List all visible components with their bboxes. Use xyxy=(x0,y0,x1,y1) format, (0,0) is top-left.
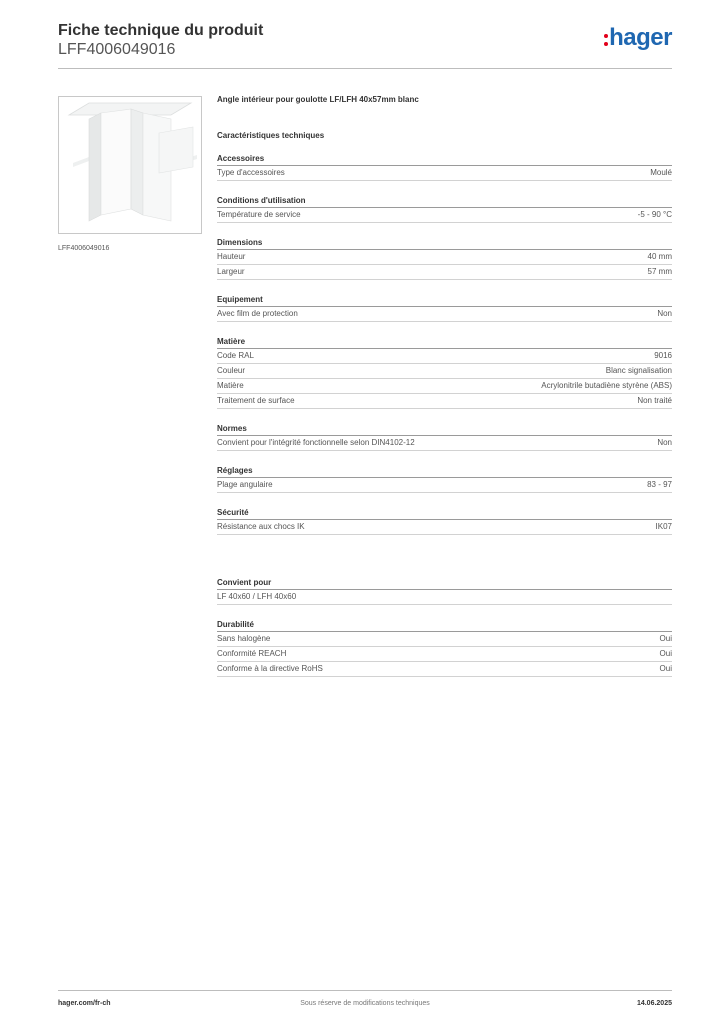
spec-value: Non traité xyxy=(637,396,672,405)
spec-row: Plage angulaire 83 - 97 xyxy=(217,478,672,493)
group-reglages: Réglages Plage angulaire 83 - 97 xyxy=(217,465,672,493)
spec-label: Largeur xyxy=(217,267,245,276)
group-dimensions: Dimensions Hauteur 40 mm Largeur 57 mm xyxy=(217,237,672,280)
group-title: Accessoires xyxy=(217,153,672,166)
spec-value: Acrylonitrile butadiène styrène (ABS) xyxy=(541,381,672,390)
page-header: Fiche technique du produit LFF4006049016… xyxy=(58,22,672,69)
logo-text: hager xyxy=(609,24,672,51)
spec-value: 9016 xyxy=(654,351,672,360)
group-convient-pour: Convient pour LF 40x60 / LFH 40x60 xyxy=(217,577,672,605)
spec-row: Largeur 57 mm xyxy=(217,265,672,280)
group-title: Réglages xyxy=(217,465,672,478)
hager-logo: hager xyxy=(604,24,672,52)
group-conditions-utilisation: Conditions d'utilisation Température de … xyxy=(217,195,672,223)
spec-label: Matière xyxy=(217,381,244,390)
spec-row: Conforme à la directive RoHS Oui xyxy=(217,662,672,677)
spec-row: Convient pour l'intégrité fonctionnelle … xyxy=(217,436,672,451)
spec-value: Moulé xyxy=(650,168,672,177)
spec-label: Type d'accessoires xyxy=(217,168,285,177)
spec-value: 40 mm xyxy=(647,252,672,261)
group-accessoires: Accessoires Type d'accessoires Moulé xyxy=(217,153,672,181)
spec-row: Hauteur 40 mm xyxy=(217,250,672,265)
product-photo xyxy=(58,96,202,234)
spec-row: Avec film de protection Non xyxy=(217,307,672,322)
spec-value: Non xyxy=(657,309,672,318)
spec-value: -5 - 90 °C xyxy=(637,210,672,219)
spec-label: Hauteur xyxy=(217,252,246,261)
spec-label: Résistance aux chocs IK xyxy=(217,522,305,531)
spec-label: Convient pour l'intégrité fonctionnelle … xyxy=(217,438,415,447)
page-footer: hager.com/fr-ch Sous réserve de modifica… xyxy=(58,990,672,1013)
spec-value: Oui xyxy=(659,649,672,658)
spec-label: Plage angulaire xyxy=(217,480,273,489)
group-title: Convient pour xyxy=(217,577,672,590)
footer-notice: Sous réserve de modifications techniques xyxy=(300,1000,430,1007)
spec-value: Blanc signalisation xyxy=(605,366,672,375)
spec-row: Traitement de surface Non traité xyxy=(217,394,672,409)
footer-date: 14.06.2025 xyxy=(636,1000,672,1007)
group-securite: Sécurité Résistance aux chocs IK IK07 xyxy=(217,507,672,535)
group-title: Sécurité xyxy=(217,507,672,520)
spec-row: Température de service -5 - 90 °C xyxy=(217,208,672,223)
spec-value: IK07 xyxy=(655,522,672,531)
logo-dots-icon xyxy=(604,33,609,46)
spec-row: Matière Acrylonitrile butadiène styrène (… xyxy=(217,379,672,394)
spec-label: LF 40x60 / LFH 40x60 xyxy=(217,592,297,601)
spec-row: Sans halogène Oui xyxy=(217,632,672,647)
spec-row: Résistance aux chocs IK IK07 xyxy=(217,520,672,535)
spec-value: Non xyxy=(657,438,672,447)
product-title: Angle intérieur pour goulotte LF/LFH 40x… xyxy=(217,95,419,104)
spec-label: Code RAL xyxy=(217,351,254,360)
spec-label: Traitement de surface xyxy=(217,396,295,405)
spec-row: Code RAL 9016 xyxy=(217,349,672,364)
spec-label: Conformité REACH xyxy=(217,649,287,658)
group-title: Normes xyxy=(217,423,672,436)
group-title: Dimensions xyxy=(217,237,672,250)
footer-website-link[interactable]: hager.com/fr-ch xyxy=(58,1000,111,1007)
spec-row: LF 40x60 / LFH 40x60 xyxy=(217,590,672,605)
group-title: Durabilité xyxy=(217,619,672,632)
product-photo-icon xyxy=(67,102,197,222)
spec-label: Température de service xyxy=(217,210,301,219)
spec-label: Conforme à la directive RoHS xyxy=(217,664,323,673)
group-matiere: Matière Code RAL 9016 Couleur Blanc signal… xyxy=(217,336,672,409)
group-normes: Normes Convient pour l'intégrité fonctio… xyxy=(217,423,672,451)
photo-caption: LFF4006049016 xyxy=(58,245,110,252)
spec-row: Type d'accessoires Moulé xyxy=(217,166,672,181)
spec-value: 83 - 97 xyxy=(647,480,672,489)
product-reference: LFF4006049016 xyxy=(58,41,176,58)
group-title: Conditions d'utilisation xyxy=(217,195,672,208)
spec-row: Couleur Blanc signalisation xyxy=(217,364,672,379)
document-title: Fiche technique du produit xyxy=(58,22,264,39)
spec-value: 57 mm xyxy=(647,267,672,276)
spec-label: Couleur xyxy=(217,366,246,375)
spec-label: Sans halogène xyxy=(217,634,271,643)
section-spacer xyxy=(217,549,672,577)
group-equipement: Equipement Avec film de protection Non xyxy=(217,294,672,322)
spec-row: Conformité REACH Oui xyxy=(217,647,672,662)
group-title: Equipement xyxy=(217,294,672,307)
spec-label: Avec film de protection xyxy=(217,309,298,318)
technical-characteristics-heading: Caractéristiques techniques xyxy=(217,131,325,140)
technical-content: Angle intérieur pour goulotte LF/LFH 40x… xyxy=(217,94,672,691)
spec-value: Oui xyxy=(659,664,672,673)
spec-value: Oui xyxy=(659,634,672,643)
group-title: Matière xyxy=(217,336,672,349)
